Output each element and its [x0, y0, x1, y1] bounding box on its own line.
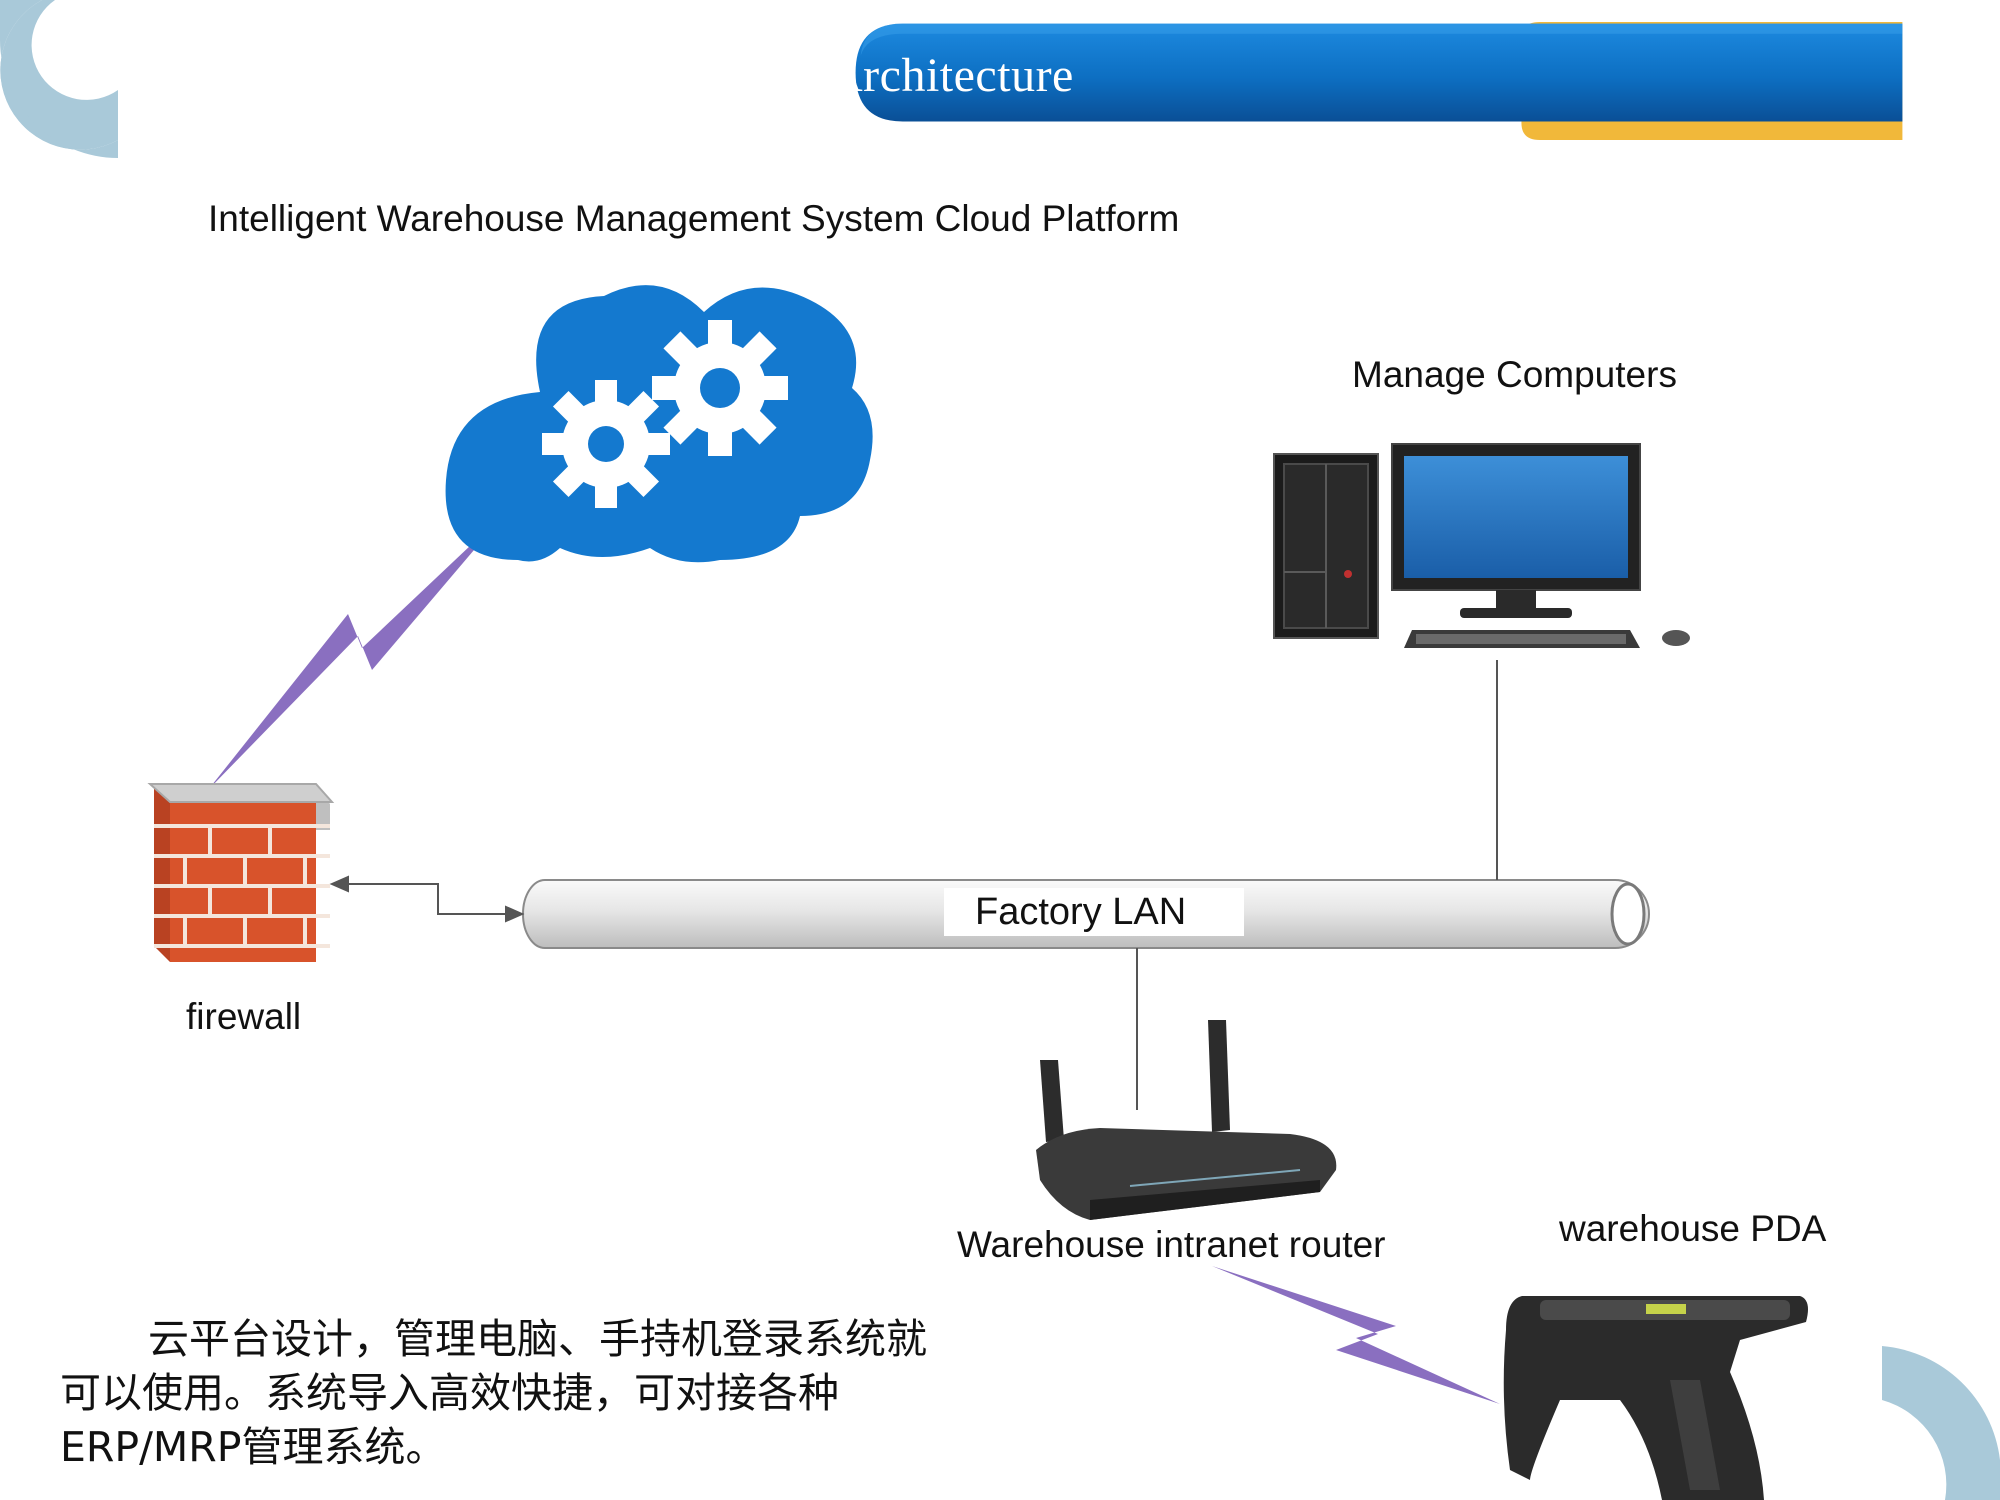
- description-line-2: 可以使用。系统导入高效快捷，可对接各种: [60, 1369, 839, 1417]
- description-text: 云平台设计，管理电脑、手持机登录系统就 可以使用。系统导入高效快捷，可对接各种 …: [60, 1312, 1020, 1474]
- header-banner: [855, 22, 1903, 140]
- page-title: Architecture: [828, 49, 1074, 102]
- wireless-link-router-pda: [1212, 1266, 1500, 1404]
- corner-arc-bottom-right: [1882, 1346, 2000, 1500]
- cloud-gear-icon: [445, 285, 873, 563]
- description-line-3: ERP/MRP管理系统。: [60, 1423, 447, 1471]
- router-label: Warehouse intranet router: [957, 1224, 1386, 1265]
- computers-label: Manage Computers: [1352, 354, 1677, 395]
- pda-label: warehouse PDA: [1559, 1208, 1827, 1249]
- lan-label: Factory LAN: [975, 891, 1187, 933]
- corner-arc-top-left: [0, 0, 118, 150]
- description-line-1: 云平台设计，管理电脑、手持机登录系统就: [148, 1315, 927, 1363]
- cloud-platform-title: Intelligent Warehouse Management System …: [208, 198, 1180, 239]
- computer-icon: [1273, 443, 1690, 648]
- pda-icon: [1503, 1296, 1808, 1500]
- firewall-icon: [147, 783, 335, 962]
- firewall-lan-link: [329, 875, 525, 923]
- router-icon: [1036, 1020, 1337, 1220]
- lan-label-background: [944, 888, 1244, 936]
- wireless-link-cloud-firewall: [208, 510, 508, 790]
- firewall-label: firewall: [186, 996, 302, 1037]
